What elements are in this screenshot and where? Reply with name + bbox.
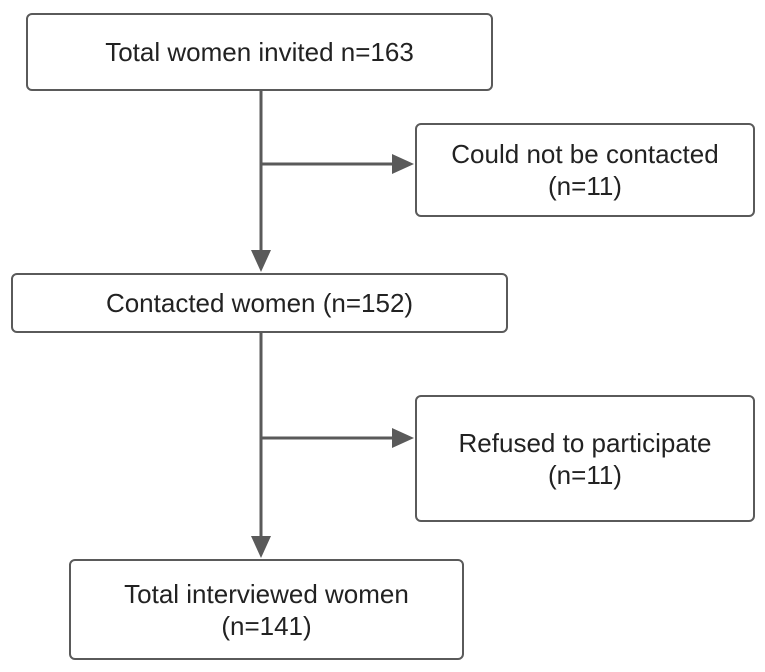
box-refused-to-participate-text: Refused to participate xyxy=(458,427,712,458)
arrowhead-to-contacted xyxy=(251,250,271,272)
box-contacted-women-text: Contacted women (n=152) xyxy=(105,288,414,318)
arrowhead-to-not-contacted xyxy=(392,154,414,174)
box-could-not-be-contacted-text: Could not be contacted xyxy=(451,139,719,169)
box-refused-to-participate-count: (n=11) xyxy=(548,459,622,490)
box-total-interviewed-text: Total interviewed women xyxy=(124,578,409,609)
box-total-invited-text: Total women invited n=163 xyxy=(105,37,414,67)
box-could-not-be-contacted-count: (n=11) xyxy=(548,171,622,201)
box-total-invited: Total women invited n=163 xyxy=(26,13,493,91)
arrowhead-to-refused xyxy=(392,428,414,448)
box-could-not-be-contacted: Could not be contacted (n=11) xyxy=(415,123,755,217)
box-total-interviewed-count: (n=141) xyxy=(221,610,312,641)
box-contacted-women: Contacted women (n=152) xyxy=(11,273,508,333)
arrowhead-to-interviewed xyxy=(251,536,271,558)
box-refused-to-participate: Refused to participate (n=11) xyxy=(415,395,755,522)
box-total-interviewed: Total interviewed women (n=141) xyxy=(69,559,464,660)
